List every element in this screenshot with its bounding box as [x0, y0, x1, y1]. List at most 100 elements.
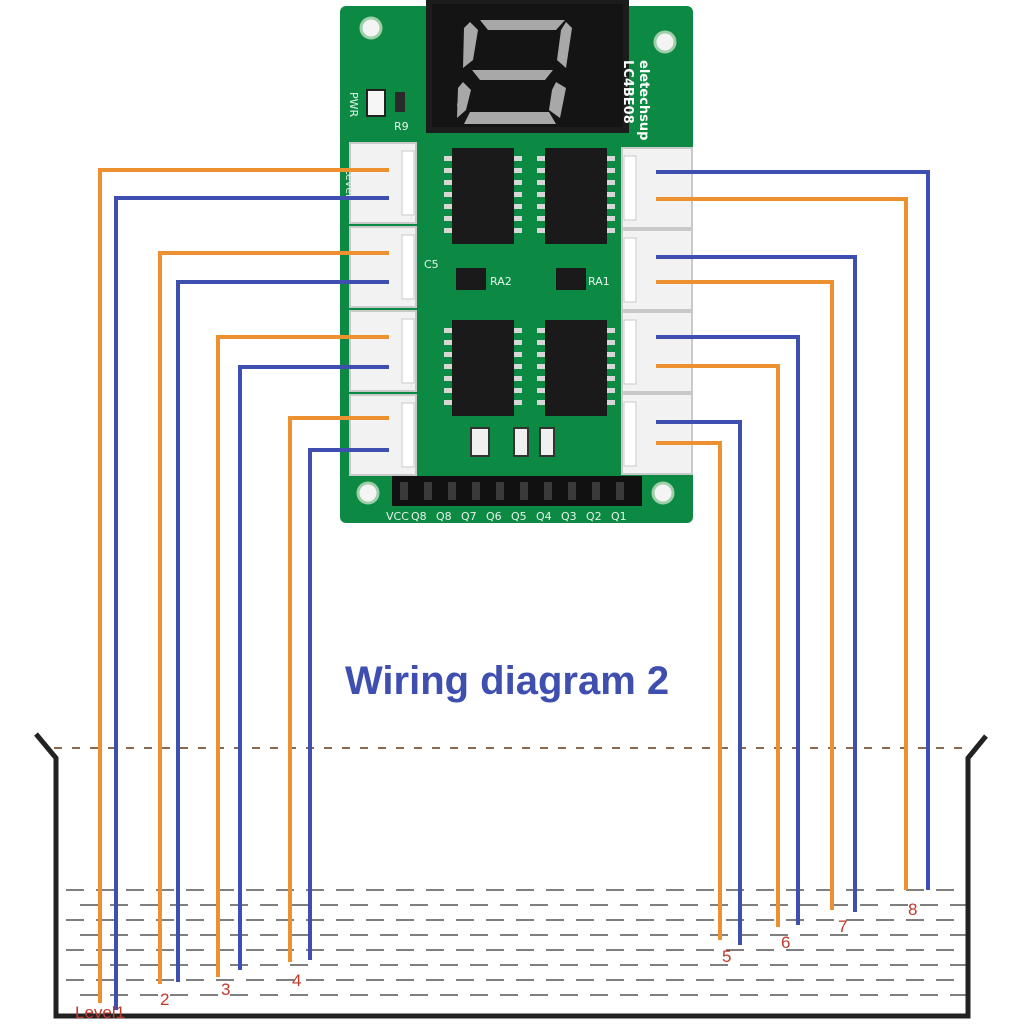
- header-pin: [520, 482, 528, 500]
- blue-wire: [114, 196, 389, 1010]
- header-pin: [616, 482, 624, 500]
- chip-pin: [537, 216, 545, 221]
- chip-pin: [537, 400, 545, 405]
- level-labels: Level1 2 3 4 5 6 7 8: [75, 900, 917, 1022]
- chip-pin: [444, 228, 452, 233]
- chip-pin: [514, 204, 522, 209]
- level-label-8: 8: [908, 900, 917, 919]
- chip-pin: [607, 180, 615, 185]
- chip-pin: [607, 364, 615, 369]
- pwr-label: PWR: [347, 92, 360, 118]
- chip-pin: [514, 388, 522, 393]
- header-pin: [424, 482, 432, 500]
- pin-label: Q3: [561, 510, 577, 523]
- chip-pin: [607, 340, 615, 345]
- chip-pin: [444, 192, 452, 197]
- header-pin: [568, 482, 576, 500]
- header-pin: [496, 482, 504, 500]
- tank-wall: [34, 732, 988, 1019]
- chip-pin: [514, 364, 522, 369]
- chip-pins: [444, 156, 615, 405]
- mounting-hole: [356, 481, 380, 505]
- chip-pin: [537, 204, 545, 209]
- mounting-hole: [651, 481, 675, 505]
- pin-label: Q5: [511, 510, 527, 523]
- chip-pin: [607, 156, 615, 161]
- level-label-3: 3: [221, 980, 230, 999]
- orange-wire: [656, 364, 780, 927]
- header-pin: [544, 482, 552, 500]
- pin-label: Q8: [436, 510, 452, 523]
- chip-pin: [444, 364, 452, 369]
- chip-pin: [444, 180, 452, 185]
- pin-label: Q4: [536, 510, 552, 523]
- chip-pin: [537, 376, 545, 381]
- header-pin: [400, 482, 408, 500]
- header-pin: [592, 482, 600, 500]
- connector-latch: [401, 150, 415, 216]
- chip-pin: [607, 388, 615, 393]
- chip-pin: [444, 400, 452, 405]
- orange-wire: [288, 416, 389, 962]
- chip-pin: [444, 376, 452, 381]
- level-label-5: 5: [722, 947, 731, 966]
- orange-wire: [98, 168, 389, 1003]
- mounting-hole: [653, 30, 677, 54]
- diagram-title: Wiring diagram 2: [345, 659, 669, 703]
- pin-label: Q2: [586, 510, 602, 523]
- chip-pin: [537, 228, 545, 233]
- level-label-1: Level1: [75, 1003, 125, 1022]
- chip-pin: [537, 156, 545, 161]
- connector-latch: [401, 402, 415, 468]
- chip-pin: [607, 400, 615, 405]
- pin-label: VCC: [386, 510, 409, 523]
- mounting-hole: [359, 16, 383, 40]
- chip-pin: [514, 228, 522, 233]
- chip-pin: [537, 192, 545, 197]
- chip-pin: [444, 352, 452, 357]
- resistor: [395, 92, 405, 112]
- blue-wire: [656, 335, 800, 925]
- orange-wire: [656, 280, 834, 910]
- chip-pin: [444, 156, 452, 161]
- led: [513, 427, 529, 457]
- blue-wire: [238, 365, 389, 970]
- chip-pin: [444, 388, 452, 393]
- chip-pin: [514, 168, 522, 173]
- chip-pin: [607, 328, 615, 333]
- pin-label: Q1: [611, 510, 627, 523]
- chip-pin: [607, 216, 615, 221]
- chip-pin: [537, 328, 545, 333]
- component-label: RA1: [588, 275, 610, 288]
- level-label-4: 4: [292, 971, 301, 990]
- orange-wire: [656, 197, 908, 890]
- chip-pin: [537, 364, 545, 369]
- component-label: RA2: [490, 275, 512, 288]
- blue-wire: [656, 255, 857, 912]
- chip-pin: [444, 168, 452, 173]
- blue-wire: [656, 170, 930, 890]
- pin-header-icon: [392, 476, 642, 506]
- level-label-7: 7: [838, 917, 847, 936]
- chip-pin: [607, 168, 615, 173]
- chip-pin: [444, 340, 452, 345]
- water-tank-icon: [34, 732, 988, 1019]
- connector-latch: [401, 234, 415, 300]
- orange-wire: [158, 251, 389, 984]
- header-pin: [472, 482, 480, 500]
- blue-wire: [308, 448, 389, 960]
- orange-wire: [216, 335, 389, 977]
- ic-chip-icon: [452, 148, 607, 416]
- connector-latch: [623, 401, 637, 467]
- capacitor: [470, 427, 490, 457]
- connector-latch: [623, 237, 637, 303]
- power-led: [366, 89, 386, 117]
- chip-pin: [514, 400, 522, 405]
- chip-pin: [514, 340, 522, 345]
- chip-pin: [514, 180, 522, 185]
- header-pin: [448, 482, 456, 500]
- brand-label: eletechsup: [636, 60, 651, 140]
- component-label: C5: [424, 258, 439, 271]
